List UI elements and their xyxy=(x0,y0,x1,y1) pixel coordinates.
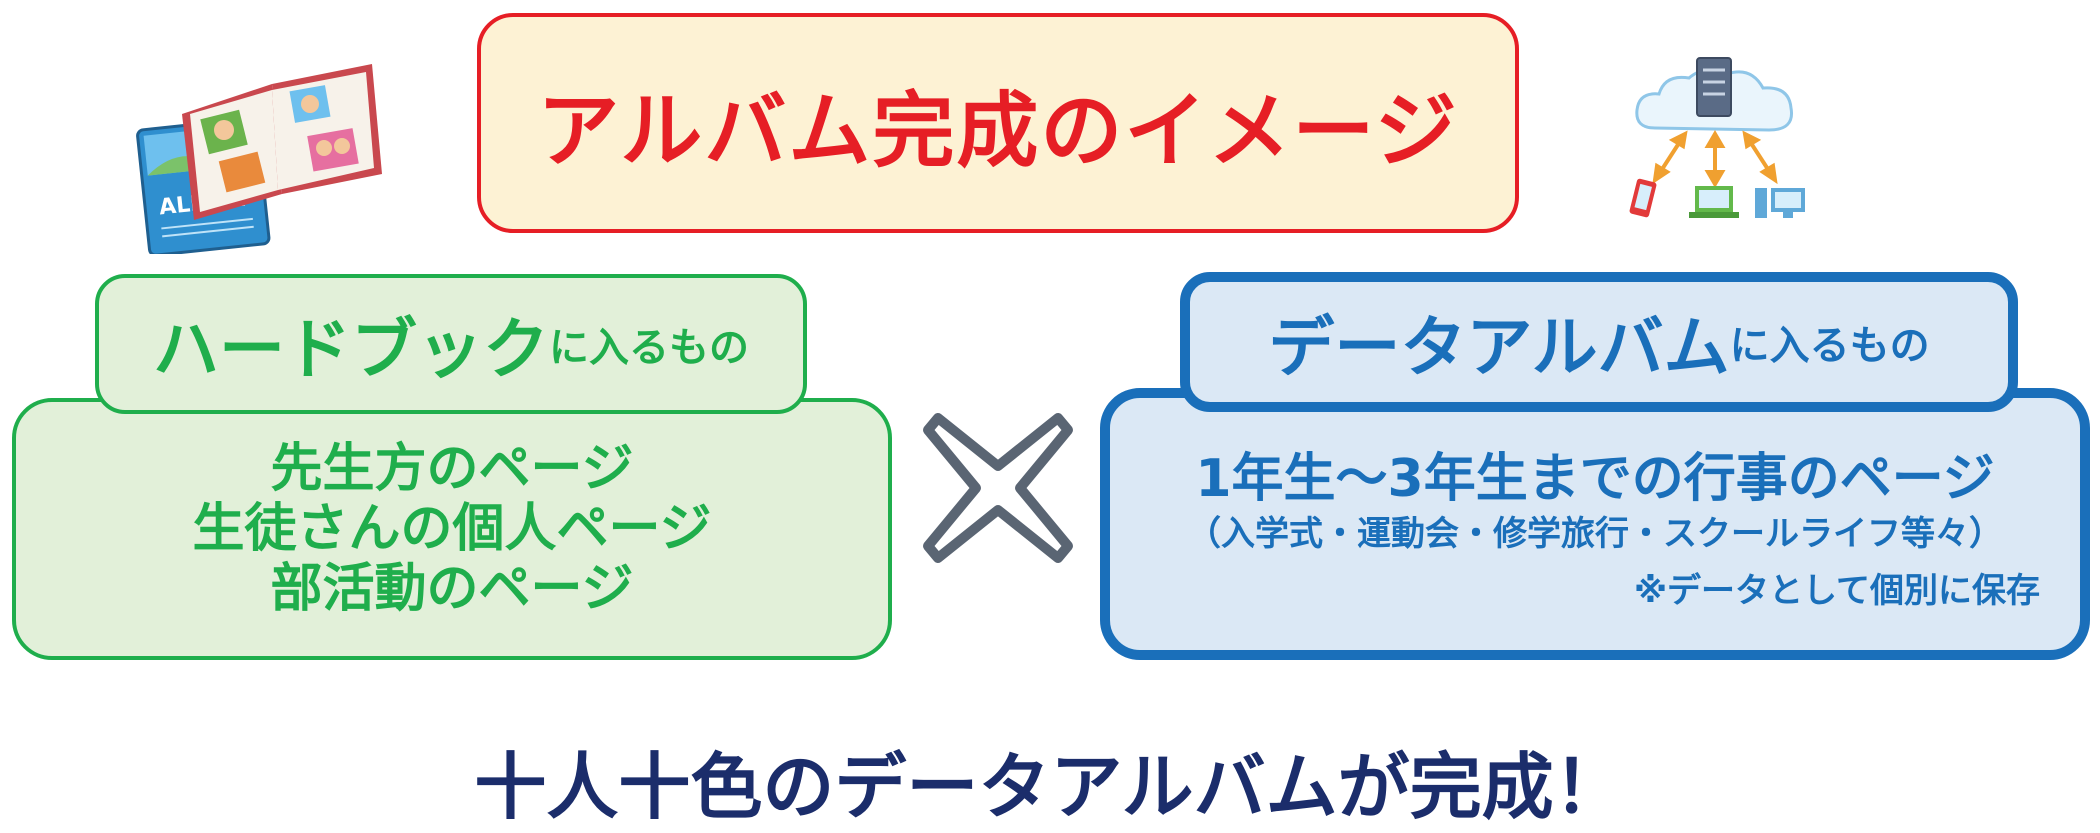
dataalbum-body: 1年生～3年生までの行事のページ （入学式・運動会・修学旅行・スクールライフ等々… xyxy=(1100,388,2090,660)
page-title: アルバム完成のイメージ xyxy=(537,83,1459,179)
title-box: アルバム完成のイメージ xyxy=(477,13,1519,233)
cross-icon xyxy=(923,413,1073,563)
hardbook-line: 部活動のページ xyxy=(270,559,634,619)
hardbook-body: 先生方のページ 生徒さんの個人ページ 部活動のページ xyxy=(12,398,892,660)
cloud-server-icon xyxy=(1629,57,1805,218)
album-book-icon: ALBUM xyxy=(136,64,382,254)
hardbook-header: ハードブックに入るもの xyxy=(95,274,807,414)
hardbook-line: 先生方のページ xyxy=(270,439,634,499)
dataalbum-line-events: 1年生～3年生までの行事のページ xyxy=(1195,449,1995,509)
dataalbum-line-examples: （入学式・運動会・修学旅行・スクールライフ等々） xyxy=(1187,514,2003,554)
dataalbum-header: データアルバムに入るもの xyxy=(1180,272,2018,412)
dataalbum-heading-main: データアルバム xyxy=(1268,309,1730,386)
dataalbum-heading-suffix: に入るもの xyxy=(1729,323,1930,369)
bottom-message: 十人十色のデータアルバムが完成！ xyxy=(474,745,1626,829)
hardbook-heading-main: ハードブック xyxy=(153,311,549,388)
dataalbum-note: ※データとして個別に保存 xyxy=(1633,571,2040,611)
hardbook-heading-suffix: に入るもの xyxy=(549,325,749,371)
hardbook-line: 生徒さんの個人ページ xyxy=(192,499,712,559)
